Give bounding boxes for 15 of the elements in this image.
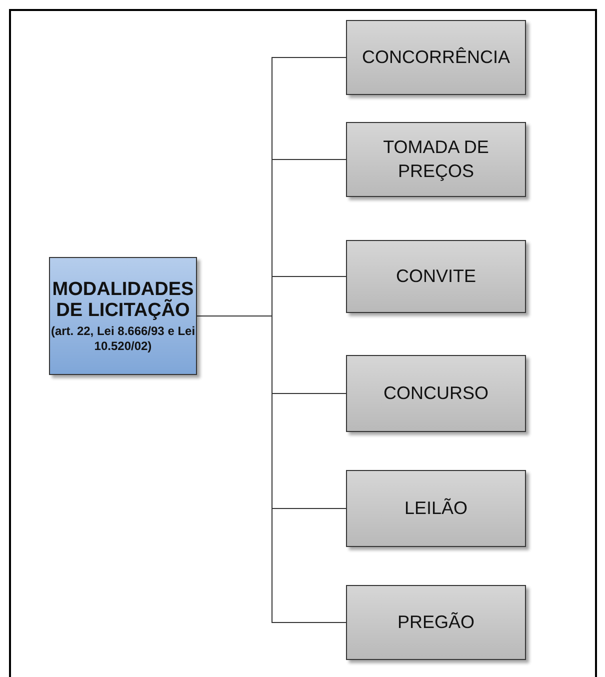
box-label: CONCURSO (382, 382, 490, 405)
box-label: LEILÃO (403, 496, 469, 520)
category-box (346, 240, 526, 313)
category-box (346, 585, 526, 660)
box-label: CONCORRÊNCIA (360, 46, 511, 69)
category-box (346, 122, 526, 197)
box-label: PREGÃO (396, 610, 476, 634)
category-box (346, 355, 526, 432)
category-box (346, 20, 526, 95)
legal-reference: (art. 22, Lei 8.666/93 e Lei 10.520/02) (50, 324, 196, 354)
root-box (49, 257, 197, 375)
category-box (346, 470, 526, 547)
box-label: TOMADA DE PREÇOS (382, 136, 490, 183)
box-label: MODALIDADES DE LICITAÇÃO (51, 278, 195, 322)
box-label: CONVITE (394, 264, 477, 288)
